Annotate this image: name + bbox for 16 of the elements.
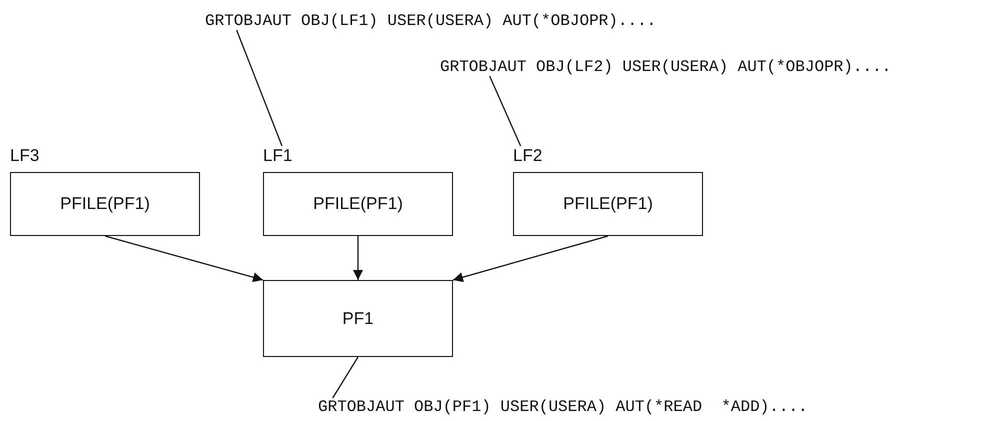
box-label: PFILE(PF1): [313, 194, 403, 214]
arrow: [104, 235, 264, 282]
leader-line: [236, 30, 283, 146]
arrow: [353, 236, 363, 280]
command-text: GRTOBJAUT OBJ(PF1) USER(USERA) AUT(*READ *ADD)....: [318, 398, 808, 416]
box-label: PFILE(PF1): [563, 194, 653, 214]
file-heading: LF1: [263, 146, 292, 166]
box-label: PFILE(PF1): [60, 194, 150, 214]
box-label: PF1: [342, 308, 374, 328]
leader-line: [489, 76, 522, 146]
command-text: GRTOBJAUT OBJ(LF1) USER(USERA) AUT(*OBJOPR)....: [205, 12, 656, 30]
file-heading: LF2: [513, 146, 542, 166]
leader-line: [332, 356, 359, 398]
arrow: [452, 235, 608, 282]
command-text: GRTOBJAUT OBJ(LF2) USER(USERA) AUT(*OBJOPR)....: [440, 58, 892, 76]
file-heading: LF3: [10, 146, 40, 166]
